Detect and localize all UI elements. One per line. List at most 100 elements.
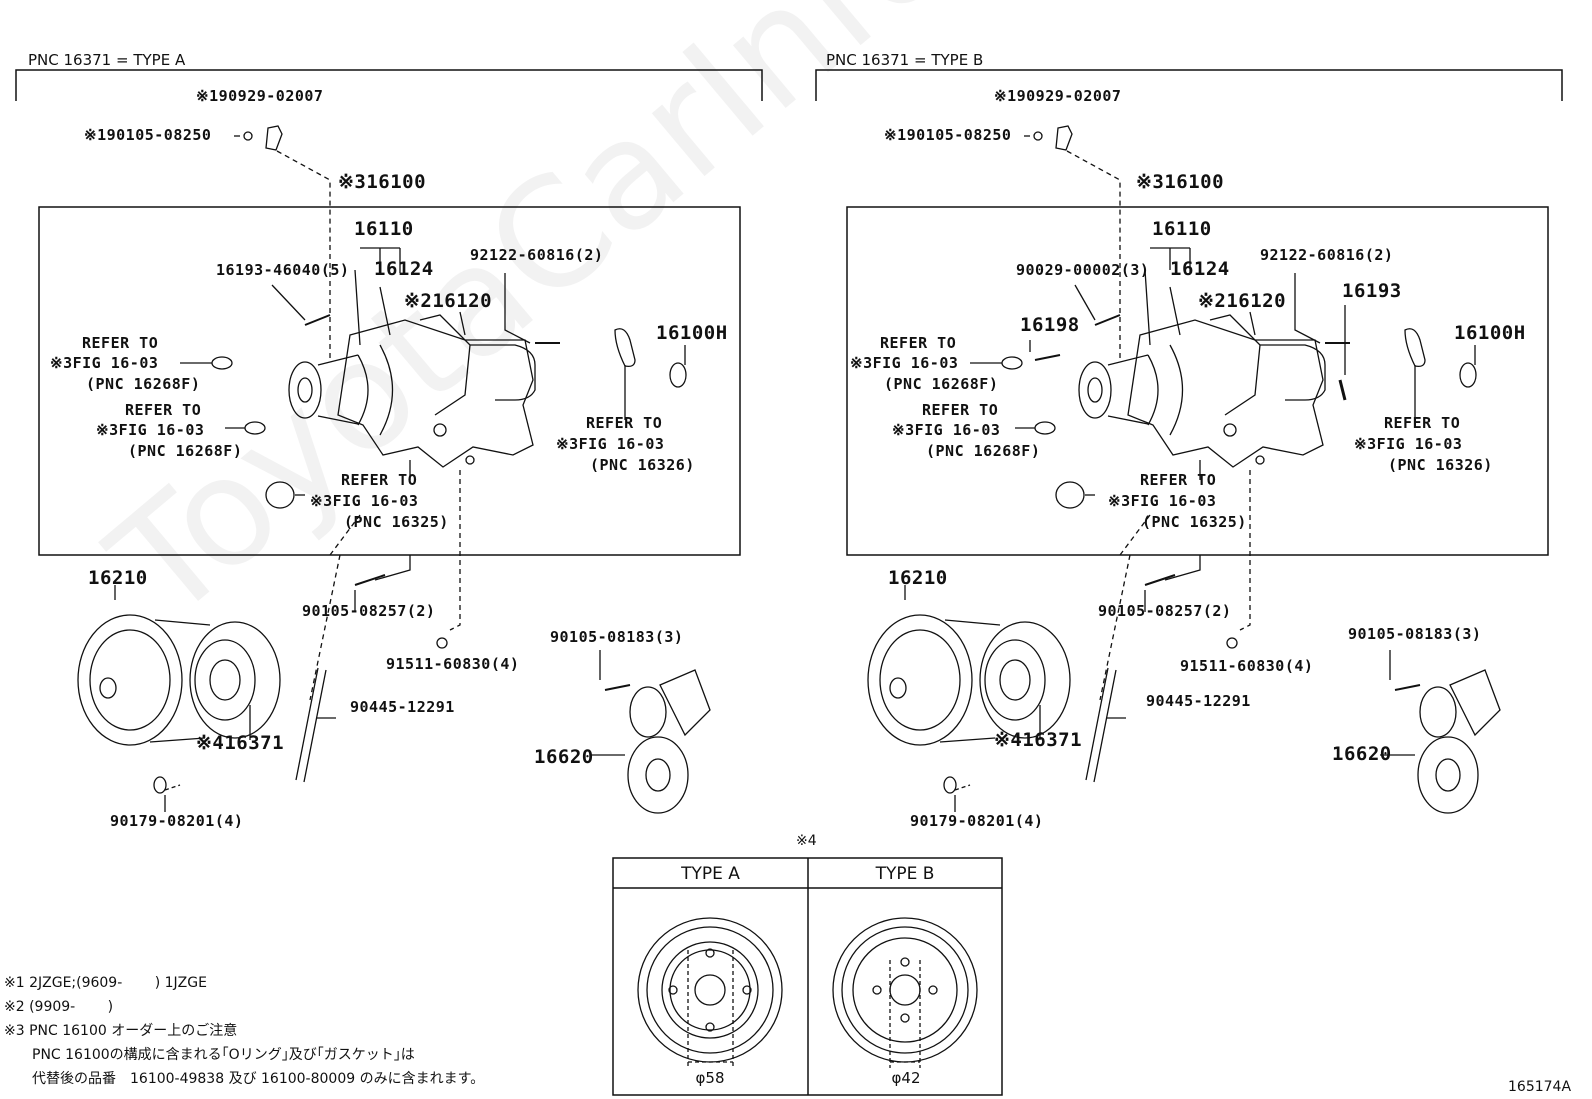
tensioner-bolt-label-b[interactable]: 90105-08183(3): [1348, 625, 1482, 643]
ref4-line3-b[interactable]: (PNC 16325): [1142, 513, 1247, 531]
extra-bolt-label[interactable]: 16198: [1020, 314, 1080, 336]
clip-part-label-b[interactable]: ※190929-02007: [994, 87, 1122, 105]
footnote-3-line2: PNC 16100の構成に含まれる｢Oリング｣及び｢ガスケット｣は: [4, 1047, 415, 1063]
ref3-line3[interactable]: (PNC 16326): [590, 456, 695, 474]
ref4-line1-b[interactable]: REFER TO: [1140, 471, 1217, 489]
ref3-line2-b[interactable]: ※3FIG 16-03: [1354, 435, 1463, 453]
pump-body-label-b[interactable]: 16110: [1152, 218, 1212, 240]
stud-bolt-label-b[interactable]: 92122-60816(2): [1260, 246, 1394, 264]
pulley-type-b-diameter: φ42: [891, 1069, 921, 1087]
tensioner-label-b[interactable]: 16620: [1332, 743, 1392, 765]
extra-part-icon: [1338, 379, 1347, 401]
hose-icon: [295, 667, 327, 783]
pump-bolt-icon: [304, 314, 331, 326]
tensioner-bolt-label[interactable]: 90105-08183(3): [550, 628, 684, 646]
clip-bolt-icon-b: [1024, 131, 1043, 141]
ref4-line2[interactable]: ※3FIG 16-03: [310, 492, 419, 510]
assembly-label-b[interactable]: ※316100: [1136, 171, 1225, 193]
clip-bolt-label[interactable]: ※190105-08250: [84, 126, 212, 144]
type-b-parts: [867, 125, 1501, 814]
ref4-line2-b[interactable]: ※3FIG 16-03: [1108, 492, 1217, 510]
ref1-line1-b[interactable]: REFER TO: [880, 334, 957, 352]
o-ring-large-icon: [265, 481, 295, 509]
hose-label-b[interactable]: 90445-12291: [1146, 692, 1251, 710]
o-ring-icon-b: [1459, 362, 1477, 388]
ref2-line1[interactable]: REFER TO: [125, 401, 202, 419]
ref3-line1-b[interactable]: REFER TO: [1384, 414, 1461, 432]
o-ring-small-icon-b2: [1034, 421, 1056, 435]
bolt-90105-icon-b: [1144, 574, 1176, 586]
pulley-type-a-drawing: [637, 917, 783, 1068]
pulley-type-a-heading: TYPE A: [681, 864, 740, 884]
pulley-type-a-diameter: φ58: [695, 1069, 725, 1087]
tensioner-icon: [604, 669, 711, 814]
o-ring-icon: [669, 362, 687, 388]
pin-label-b[interactable]: 91511-60830(4): [1180, 657, 1314, 675]
extra-bolt-icon: [1034, 354, 1061, 361]
type-a-assembly-box: [38, 206, 741, 556]
nut-icon-b: [943, 776, 957, 794]
ref3-line1[interactable]: REFER TO: [586, 414, 663, 432]
bolt-90105-label[interactable]: 90105-08257(2): [302, 602, 436, 620]
stud-bolt-label[interactable]: 92122-60816(2): [470, 246, 604, 264]
ref3-line2[interactable]: ※3FIG 16-03: [556, 435, 665, 453]
pump-gasket-label[interactable]: 16124: [374, 258, 434, 280]
clip-bracket-icon: [265, 125, 283, 151]
ref1-line3-b[interactable]: (PNC 16268F): [884, 375, 999, 393]
pump-bolt-label-b[interactable]: 90029-00002(3): [1016, 261, 1150, 279]
o-ring-label[interactable]: 16100H: [656, 322, 728, 344]
ref2-line2[interactable]: ※3FIG 16-03: [96, 421, 205, 439]
clip-bracket-icon-b: [1055, 125, 1073, 151]
bolt-90105-label-b[interactable]: 90105-08257(2): [1098, 602, 1232, 620]
o-ring-small-icon: [211, 356, 233, 370]
nut-label[interactable]: 90179-08201(4): [110, 812, 244, 830]
ref1-line1[interactable]: REFER TO: [82, 334, 159, 352]
tensioner-icon-b: [1394, 669, 1501, 814]
pulley-table-marker: ※4: [796, 833, 817, 849]
pump-bolt-label[interactable]: 16193-46040(5): [216, 261, 350, 279]
pin-label[interactable]: 91511-60830(4): [386, 655, 520, 673]
clip-bolt-label-b[interactable]: ※190105-08250: [884, 126, 1012, 144]
gasket-icon-b: [1404, 328, 1426, 368]
gasket-icon: [614, 328, 636, 368]
pump-gasket-label-b[interactable]: 16124: [1170, 258, 1230, 280]
ref1-line2[interactable]: ※3FIG 16-03: [50, 354, 159, 372]
fan-coupling-label-b[interactable]: 16210: [888, 567, 948, 589]
pump-sub-label-b[interactable]: ※216120: [1198, 290, 1287, 312]
footnote-3: ※3 PNC 16100 オーダー上のご注意: [4, 1023, 238, 1039]
ref4-line1[interactable]: REFER TO: [341, 471, 418, 489]
clip-bolt-icon: [234, 131, 253, 141]
ref4-line3[interactable]: (PNC 16325): [344, 513, 449, 531]
ref3-line3-b[interactable]: (PNC 16326): [1388, 456, 1493, 474]
pump-sub-label[interactable]: ※216120: [404, 290, 493, 312]
tensioner-label[interactable]: 16620: [534, 746, 594, 768]
ref2-line1-b[interactable]: REFER TO: [922, 401, 999, 419]
pulley-label-b[interactable]: ※416371: [994, 729, 1083, 751]
ref2-line2-b[interactable]: ※3FIG 16-03: [892, 421, 1001, 439]
ref1-line3[interactable]: (PNC 16268F): [86, 375, 201, 393]
ref2-line3-b[interactable]: (PNC 16268F): [926, 442, 1041, 460]
type-a-bracket: [15, 69, 763, 101]
fan-coupling-icon-b: [867, 585, 1071, 746]
pin-icon-b: [1226, 637, 1238, 649]
pump-body-label[interactable]: 16110: [354, 218, 414, 240]
pulley-table-frame: [612, 857, 1003, 1096]
assembly-label[interactable]: ※316100: [338, 171, 427, 193]
o-ring-small-icon-2: [244, 421, 266, 435]
footnote-2: ※2 (9909- ): [4, 999, 114, 1015]
o-ring-label-b[interactable]: 16100H: [1454, 322, 1526, 344]
nut-label-b[interactable]: 90179-08201(4): [910, 812, 1044, 830]
clip-part-label[interactable]: ※190929-02007: [196, 87, 324, 105]
ref1-line2-b[interactable]: ※3FIG 16-03: [850, 354, 959, 372]
hose-label[interactable]: 90445-12291: [350, 698, 455, 716]
fan-coupling-label[interactable]: 16210: [88, 567, 148, 589]
pulley-label[interactable]: ※416371: [196, 732, 285, 754]
extra-part-label[interactable]: 16193: [1342, 280, 1402, 302]
o-ring-large-icon-b: [1055, 481, 1085, 509]
pump-bolt-icon-b: [1094, 314, 1121, 326]
pulley-type-b-heading: TYPE B: [875, 864, 935, 884]
hose-icon-b: [1085, 667, 1117, 783]
ref2-line3[interactable]: (PNC 16268F): [128, 442, 243, 460]
